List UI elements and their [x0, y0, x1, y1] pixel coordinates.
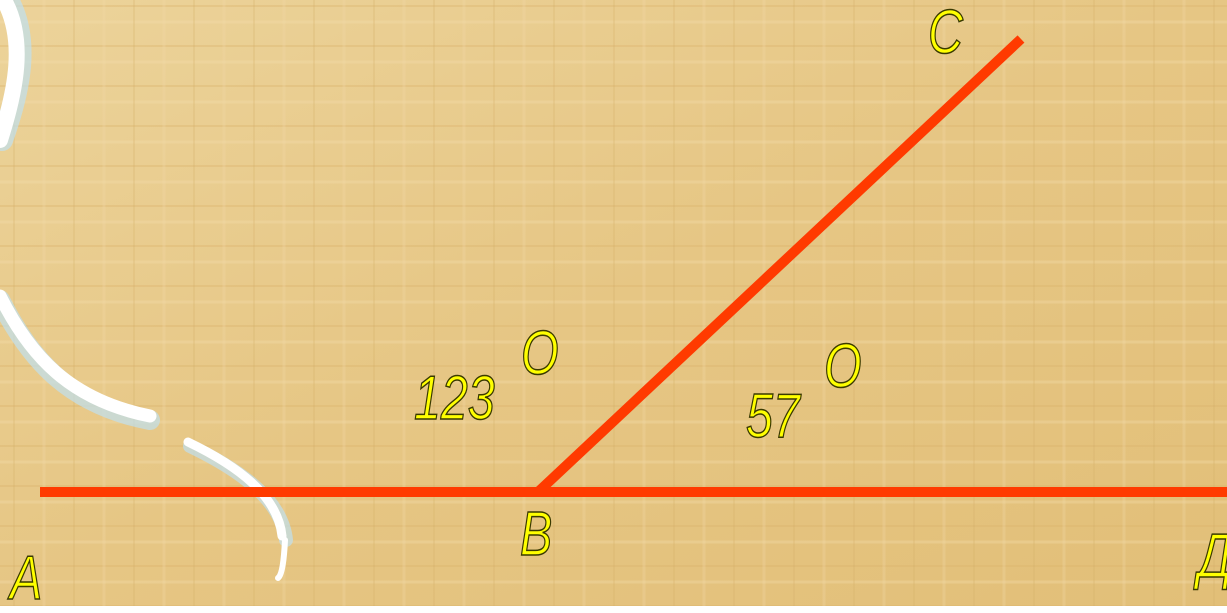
point-label-a: A	[9, 544, 43, 613]
angle-cbd-value: 57	[745, 382, 800, 451]
angle-cbd-degree: O	[823, 332, 862, 401]
point-label-c: C	[927, 0, 963, 67]
angle-abc-value: 123	[413, 364, 495, 433]
decorative-swoosh	[0, 0, 293, 581]
point-label-b: B	[519, 500, 553, 569]
angle-abc-degree: O	[520, 319, 559, 388]
point-label-d: Д	[1197, 525, 1227, 589]
ray-bc	[534, 35, 1025, 496]
